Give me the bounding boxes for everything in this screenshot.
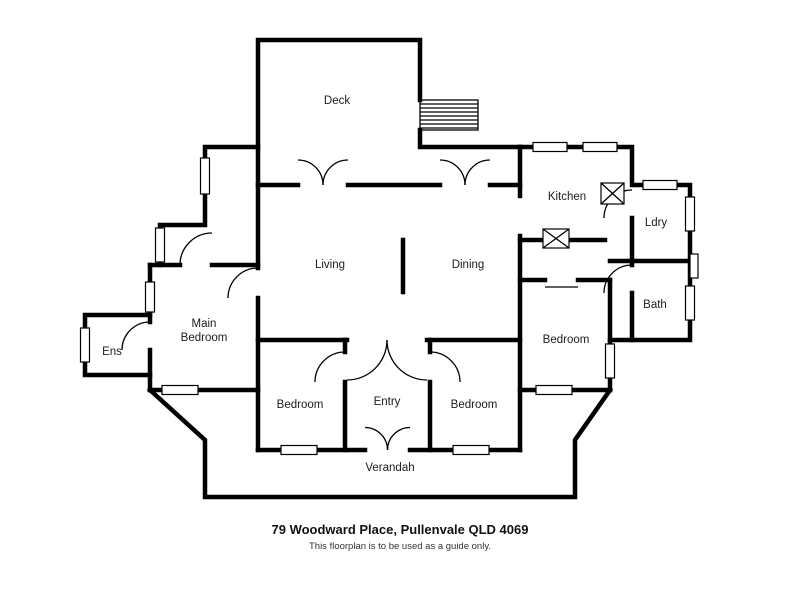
room-label-living: Living (315, 259, 345, 271)
door-arc (121, 321, 151, 351)
room-label-entry: Entry (374, 396, 401, 408)
window (684, 196, 696, 232)
door-arc (297, 159, 324, 186)
address-title: 79 Woodward Place, Pullenvale QLD 4069 (272, 522, 529, 537)
door-arc (439, 159, 466, 186)
room-label-deck: Deck (324, 95, 350, 107)
door-arc (603, 264, 633, 294)
kitchen-fixtures (542, 182, 625, 249)
walls (82, 37, 693, 500)
room-label-dining: Dining (452, 259, 485, 271)
fixture-crossbox (542, 228, 570, 249)
windows (79, 141, 699, 456)
room-label-laundry: Ldry (645, 217, 668, 229)
door-arc (429, 351, 461, 383)
title-block: 79 Woodward Place, Pullenvale QLD 4069 T… (272, 522, 529, 552)
door-arc (386, 426, 411, 451)
fixture-crossbox (600, 182, 625, 205)
window (144, 281, 156, 313)
window (532, 141, 568, 153)
room-label-bedroom-left: Bedroom (277, 399, 324, 411)
room-label-main-bedroom-line1: Main (192, 318, 217, 330)
wall-recess (689, 253, 699, 279)
window (79, 327, 91, 363)
stairs (419, 99, 479, 131)
door-arc (346, 339, 388, 381)
room-labels: Deck Kitchen Ldry Living Dining Bath Mai… (102, 95, 667, 474)
room-label-bedroom-middle: Bedroom (451, 399, 498, 411)
window (452, 444, 490, 456)
room-label-bath: Bath (643, 299, 667, 311)
room-label-bedroom-right: Bedroom (543, 334, 590, 346)
door-arc (179, 232, 213, 266)
room-label-main-bedroom-line2: Bedroom (181, 332, 228, 344)
door-arc (314, 351, 346, 383)
door-arc (322, 159, 349, 186)
window (280, 444, 318, 456)
disclaimer-text: This floorplan is to be used as a guide … (309, 541, 491, 552)
room-label-kitchen: Kitchen (548, 191, 586, 203)
window (582, 141, 618, 153)
room-label-ensuite: Ens (102, 346, 122, 358)
window (604, 343, 616, 379)
door-arc (364, 426, 389, 451)
window (199, 157, 211, 195)
window (535, 384, 573, 396)
door-arc (464, 159, 491, 186)
window (642, 179, 678, 191)
window (154, 227, 166, 263)
window (684, 285, 696, 321)
room-label-verandah: Verandah (365, 462, 414, 474)
window (161, 384, 199, 396)
door-arc (227, 267, 259, 299)
door-arc (386, 339, 428, 381)
door-arcs (121, 159, 633, 451)
